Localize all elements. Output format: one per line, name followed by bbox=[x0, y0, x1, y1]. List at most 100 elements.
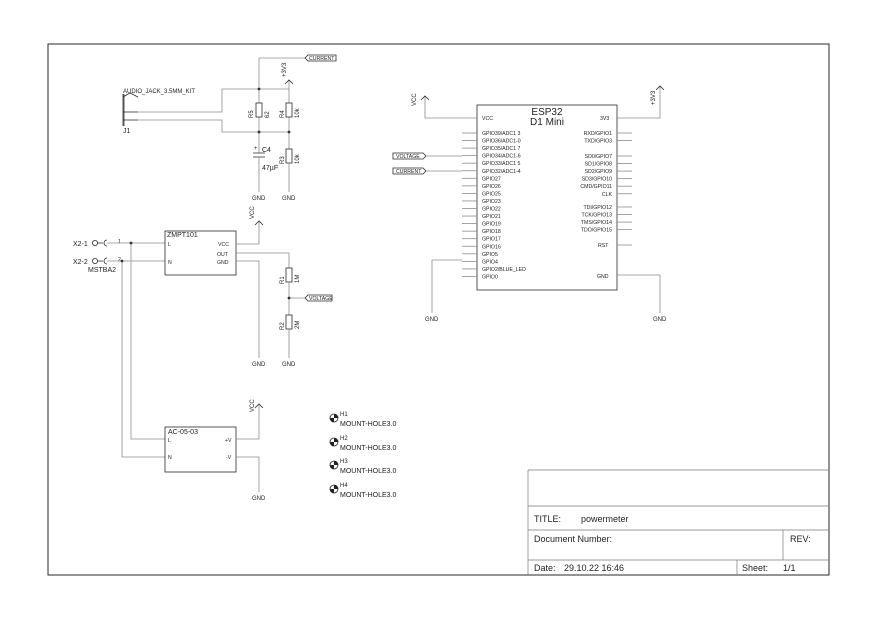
esp-left-pin-label: GPIO23 bbox=[482, 199, 501, 205]
psu-gnd-label: GND bbox=[252, 496, 266, 502]
terminal-pin1-label: X2-1 bbox=[73, 241, 88, 248]
terminal-pin2-symbol bbox=[92, 257, 99, 264]
psu-pin-l: L bbox=[168, 438, 171, 444]
esp-current-net-label: CURRENT bbox=[392, 167, 427, 175]
h2-value: MOUNT-HOLE3.0 bbox=[340, 445, 397, 452]
esp-pin-rst: RST bbox=[598, 243, 609, 249]
terminal-pin2-label: X2-2 bbox=[73, 259, 88, 266]
esp-right-pin-label: SD0/GPIO7 bbox=[585, 154, 613, 160]
mount-hole-h1: H1 MOUNT-HOLE3.0 bbox=[329, 412, 397, 428]
esp-right-pin-label: CMD/GPIO11 bbox=[580, 184, 612, 190]
title-value: powermeter bbox=[581, 514, 629, 524]
zmpt-pin-n: N bbox=[168, 260, 172, 266]
r4-value: 10k bbox=[295, 107, 301, 118]
r5-value: 62 bbox=[265, 111, 271, 118]
esp-left-pin-label: GPIO34/ADC1-6 bbox=[482, 154, 521, 160]
esp-pin-gnd: GND bbox=[597, 274, 609, 280]
esp-right-pin-label: TDI/GPIO12 bbox=[583, 205, 612, 211]
esp-voltage-net-label-text: VOLTAGE bbox=[396, 154, 420, 160]
c4-value: 47µF bbox=[262, 165, 278, 172]
r4-name: R4 bbox=[280, 110, 286, 118]
zmpt-pin-gnd: GND bbox=[217, 260, 229, 266]
psu-vcc-label: VCC bbox=[250, 399, 256, 412]
resistor-r5 bbox=[255, 102, 263, 118]
esp-left-pin-label: GPIO16 bbox=[482, 244, 501, 250]
esp-title-2: D1 Mini bbox=[530, 117, 564, 128]
zmpt-pin-l: L bbox=[168, 242, 171, 248]
zmpt-gnd-label: GND bbox=[252, 362, 266, 368]
esp-left-gnd-label: GND bbox=[425, 317, 439, 323]
zmpt-vcc-label: VCC bbox=[250, 206, 256, 219]
r5-name: R5 bbox=[249, 110, 255, 118]
esp-left-pin-label: GPIO17 bbox=[482, 237, 501, 243]
document-number-label: Document Number: bbox=[534, 534, 612, 544]
sheet-frame bbox=[47, 43, 830, 576]
esp-left-pin-label: GPIO22 bbox=[482, 207, 501, 213]
sheet-label: Sheet: bbox=[742, 563, 768, 573]
r3-name: R3 bbox=[280, 156, 286, 164]
r3-gnd-label: GND bbox=[282, 196, 296, 202]
r4-3v3-label: +3V3 bbox=[282, 62, 288, 77]
esp-pin-3v3: 3V3 bbox=[600, 116, 609, 122]
rev-label: REV: bbox=[790, 534, 811, 544]
psu-pin-neg: -V bbox=[226, 455, 232, 461]
esp-left-pin-label: GPIO19 bbox=[482, 222, 501, 228]
esp-voltage-net-label: VOLTAGE bbox=[392, 152, 427, 160]
esp-3v3-label: +3V3 bbox=[651, 90, 657, 105]
esp-left-pin-label: GPIO27 bbox=[482, 176, 501, 182]
current-net-label: CURRENT bbox=[304, 54, 337, 62]
psu-pin-pos: +V bbox=[225, 438, 232, 444]
date-value: 29.10.22 16:46 bbox=[564, 563, 624, 573]
current-sense-section: AUDIO_JACK_3.5MM_KIT J1 CURRENT R5 62 R4… bbox=[122, 54, 337, 202]
esp-left-pin-label: GPIO21 bbox=[482, 214, 501, 220]
mount-hole-h2: H2 MOUNT-HOLE3.0 bbox=[329, 436, 397, 452]
esp-left-pin-label: GPIO36/ADC1-0 bbox=[482, 139, 521, 145]
voltage-net-label: VOLTAGE bbox=[304, 294, 333, 302]
r2-value: 2M bbox=[295, 321, 301, 329]
r2-gnd-label: GND bbox=[282, 362, 296, 368]
esp-left-pin-label: GPIO0 bbox=[482, 274, 498, 280]
esp-right-pin-label: CLK bbox=[602, 192, 613, 198]
jack-value: AUDIO_JACK_3.5MM_KIT bbox=[123, 89, 195, 95]
audio-jack-symbol bbox=[122, 92, 139, 126]
h3-value: MOUNT-HOLE3.0 bbox=[340, 468, 397, 475]
ac-05-03-psu: AC-05-03 L N +V -V VCC GND bbox=[164, 399, 266, 502]
terminal-pin1-num: 1 bbox=[118, 239, 121, 245]
esp32-d1-mini: ESP32 D1 Mini VCC 3V3 GND RST GPIO39/ADC… bbox=[392, 85, 667, 323]
psu-name: AC-05-03 bbox=[168, 429, 198, 436]
esp-right-pin-label: TDO/GPIO15 bbox=[581, 228, 612, 234]
h1-value: MOUNT-HOLE3.0 bbox=[340, 421, 397, 428]
esp-right-pin-label: TXD/GPIO3 bbox=[584, 139, 612, 145]
esp-left-pin-label: GPIO2/BLUE_LED bbox=[482, 267, 526, 273]
terminal-pin1-symbol bbox=[92, 239, 99, 246]
psu-pin-n: N bbox=[168, 455, 172, 461]
esp-title-1: ESP32 bbox=[531, 107, 563, 118]
esp-pin-vcc: VCC bbox=[482, 116, 493, 122]
esp-right-pin-list: RXD/GPIO1TXD/GPIO3SD0/GPIO7SD1/GPIO8SD2/… bbox=[580, 131, 632, 246]
esp-right-pin-label: TCK/GPIO13 bbox=[581, 213, 612, 219]
h3-name: H3 bbox=[340, 459, 348, 465]
esp-left-pin-label: GPIO39/ADC1 3 bbox=[482, 131, 520, 137]
esp-right-pin-label: SD1/GPIO8 bbox=[585, 162, 613, 168]
c4-gnd-label: GND bbox=[252, 196, 266, 202]
esp-right-pin-label: TMS/GPIO14 bbox=[581, 220, 612, 226]
h2-name: H2 bbox=[340, 436, 348, 442]
r1-name: R1 bbox=[280, 276, 286, 284]
resistor-r2 bbox=[285, 314, 293, 330]
r2-name: R2 bbox=[280, 322, 286, 330]
h4-value: MOUNT-HOLE3.0 bbox=[340, 492, 397, 499]
esp-left-pin-label: GPIO35/ADC1 7 bbox=[482, 146, 520, 152]
h1-name: H1 bbox=[340, 412, 348, 418]
current-net-label-text: CURRENT bbox=[309, 56, 335, 62]
esp-right-pin-label: SD2/GPIO9 bbox=[585, 169, 613, 175]
esp-left-pin-label: GPIO33/ADC1 5 bbox=[482, 161, 520, 167]
title-label: TITLE: bbox=[534, 514, 561, 524]
resistor-r4 bbox=[285, 102, 293, 118]
voltage-net-label-text: VOLTAGE bbox=[309, 296, 333, 302]
c4-name: C4 bbox=[262, 147, 271, 154]
esp-current-net-label-text: CURRENT bbox=[396, 169, 422, 175]
h4-name: H4 bbox=[340, 483, 348, 489]
esp-left-pin-label: GPIO5 bbox=[482, 252, 498, 258]
terminal-value: MSTBA2 bbox=[88, 267, 116, 274]
